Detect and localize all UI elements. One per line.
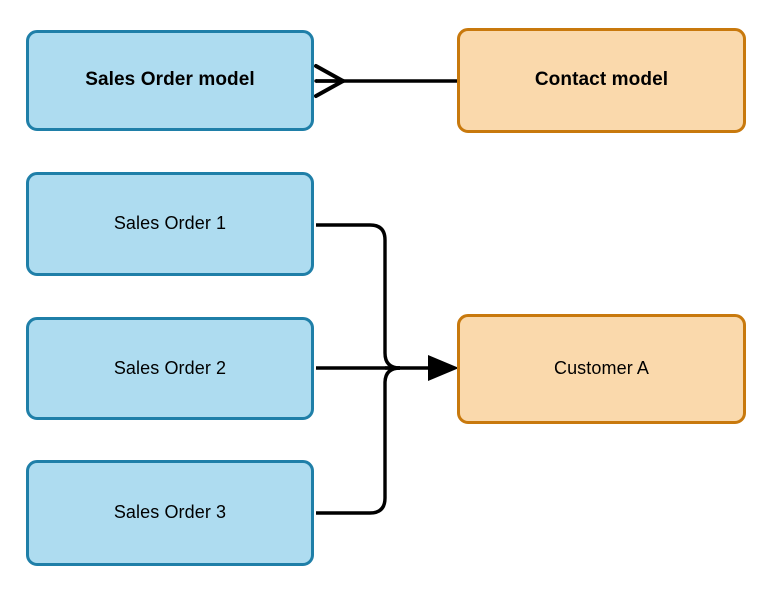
node-sales-order-3[interactable]: Sales Order 3 xyxy=(26,460,314,566)
node-contact-model[interactable]: Contact model xyxy=(457,28,746,133)
arrowhead-icon xyxy=(428,355,459,381)
crows-foot-icon xyxy=(314,64,345,98)
node-sales-order-3-label: Sales Order 3 xyxy=(113,502,227,523)
node-contact-model-label: Contact model xyxy=(534,69,669,91)
connector-model-relationship xyxy=(314,64,458,98)
node-sales-order-2[interactable]: Sales Order 2 xyxy=(26,317,314,420)
node-sales-order-model-label: Sales Order model xyxy=(85,69,255,91)
node-sales-order-model[interactable]: Sales Order model xyxy=(26,30,314,131)
node-sales-order-2-label: Sales Order 2 xyxy=(113,357,227,378)
node-sales-order-1[interactable]: Sales Order 1 xyxy=(26,172,314,276)
node-customer-a[interactable]: Customer A xyxy=(457,314,746,424)
node-sales-order-1-label: Sales Order 1 xyxy=(113,213,227,234)
node-customer-a-label: Customer A xyxy=(553,358,650,379)
connector-order-3-to-customer-a xyxy=(316,366,401,515)
connector-order-1-to-customer-a xyxy=(316,223,401,370)
